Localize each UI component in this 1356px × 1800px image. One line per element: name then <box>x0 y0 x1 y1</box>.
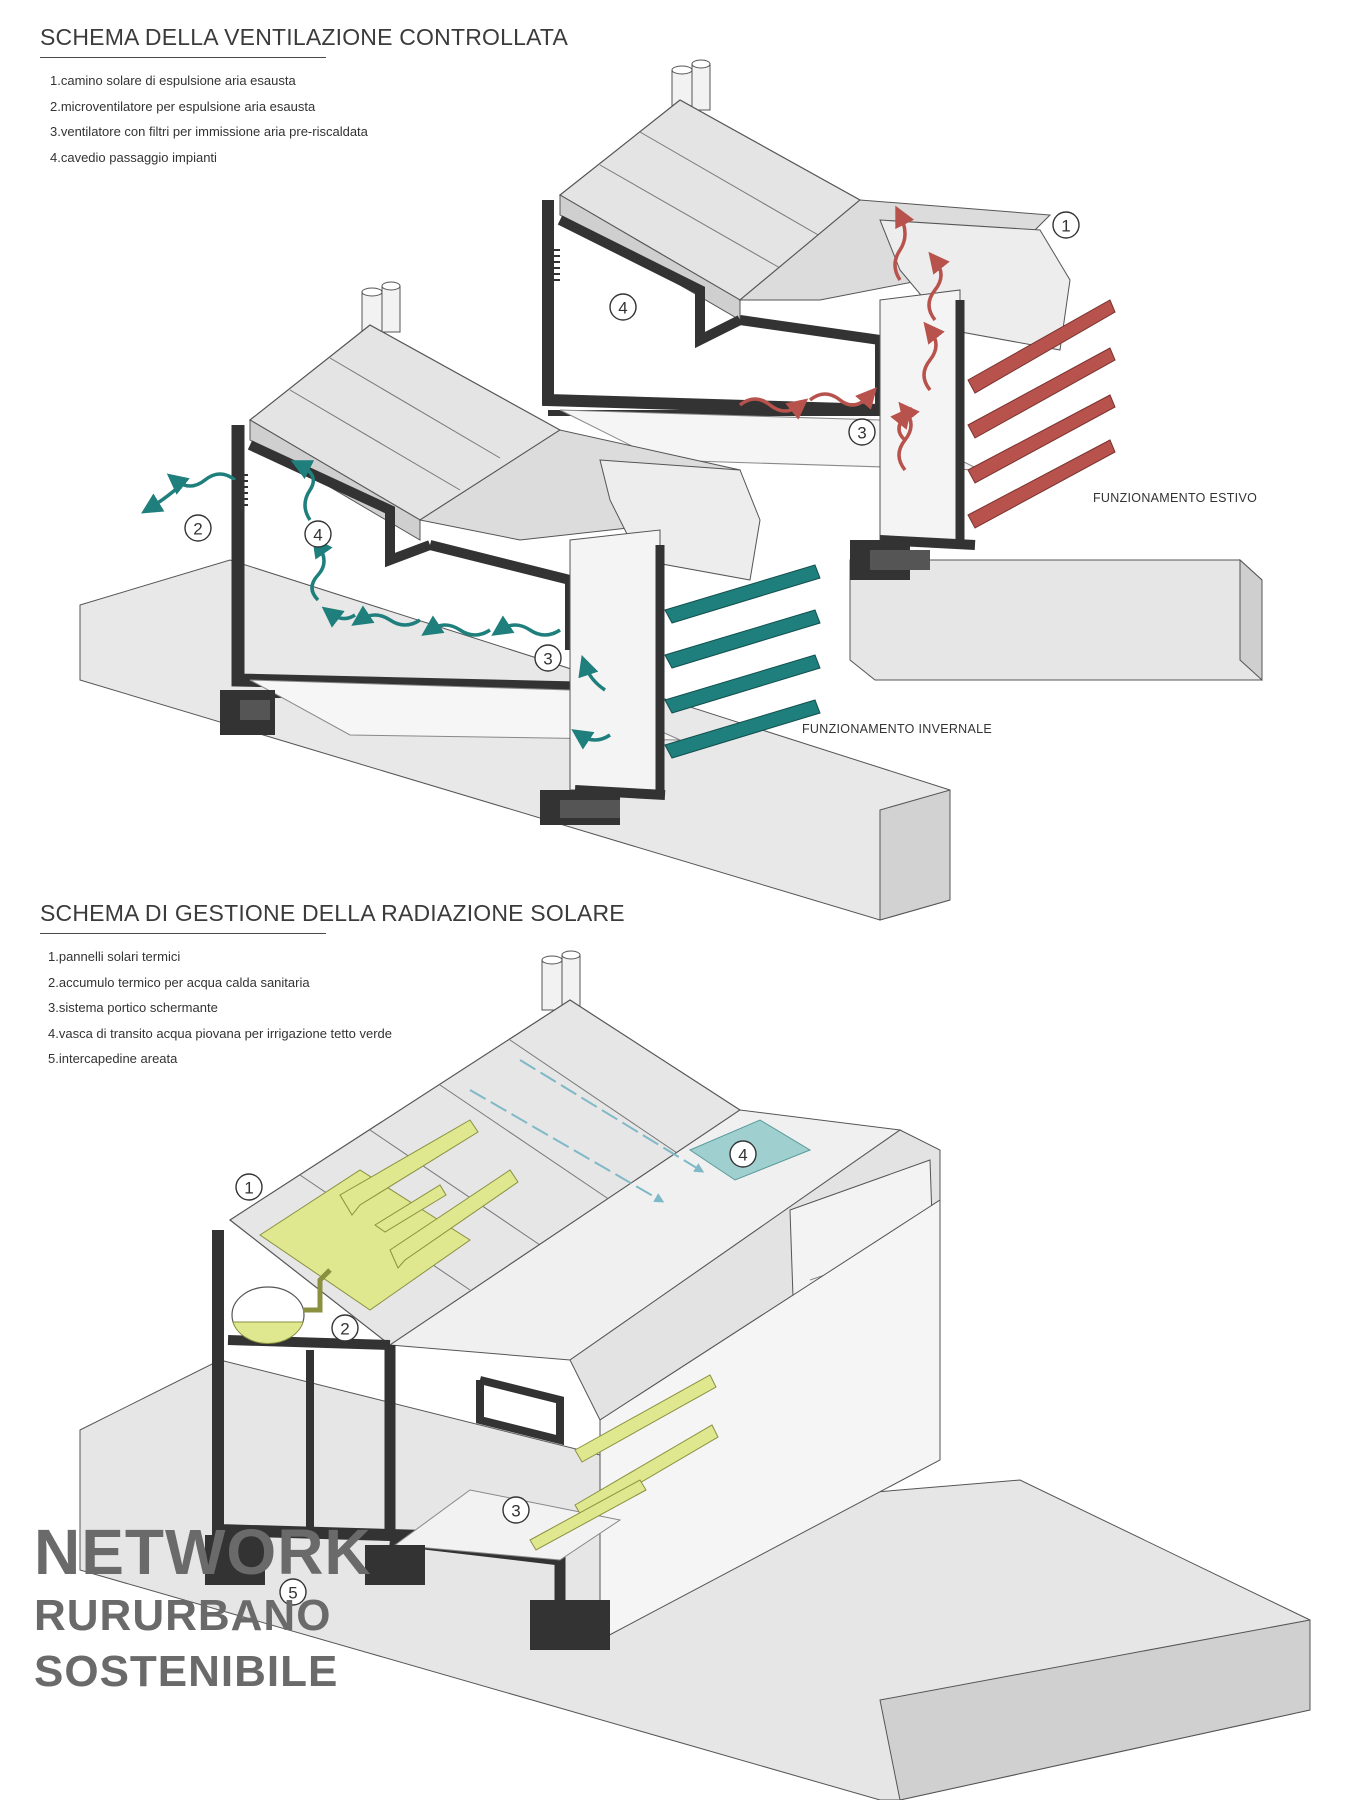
brand-line-1: NETWORK <box>34 1516 372 1588</box>
summer-chimney-icon <box>671 59 711 111</box>
winter-internal-flow-arrows <box>141 460 611 750</box>
rainwater-flow-arrows <box>469 1059 705 1203</box>
callout-summer-1: 1 <box>1052 211 1080 239</box>
callout-summer-3-label: 3 <box>857 424 866 443</box>
summer-house-section <box>542 59 1263 682</box>
summer-internal-flow-arrows <box>738 205 950 472</box>
callout-solar-5-label: 5 <box>288 1584 297 1603</box>
solar-panel-highlight <box>259 1169 471 1311</box>
solar-radiation-arrows <box>339 1119 519 1269</box>
callout-solar-1-label: 1 <box>244 1179 253 1198</box>
callout-winter-3: 3 <box>534 644 562 672</box>
callout-summer-4-label: 4 <box>618 299 627 318</box>
ventilation-legend: 1.camino solare di espulsione aria esaus… <box>50 68 368 170</box>
winter-mode-label: FUNZIONAMENTO INVERNALE <box>802 722 993 736</box>
callout-winter-2-label: 2 <box>193 520 202 539</box>
brand-line-2: RURURBANO <box>34 1591 332 1640</box>
winter-air-inflow-arrows <box>664 564 821 759</box>
winter-chimney-icon <box>361 281 401 333</box>
solar-legend-item: 4.vasca di transito acqua piovana per ir… <box>48 1025 392 1041</box>
callout-solar-2: 2 <box>331 1314 359 1342</box>
solar-legend: 1.pannelli solari termici 2.accumulo ter… <box>48 944 392 1072</box>
solar-chimney-icon <box>541 950 581 1011</box>
summer-mode-label: FUNZIONAMENTO ESTIVO <box>1093 491 1258 505</box>
porch-shading-arrows <box>529 1374 719 1551</box>
callout-summer-4: 4 <box>609 293 637 321</box>
callout-solar-1: 1 <box>235 1173 263 1201</box>
solar-house-section <box>79 950 1311 1800</box>
winter-house-section <box>79 281 951 921</box>
solar-legend-item: 1.pannelli solari termici <box>48 949 181 964</box>
callout-summer-3: 3 <box>848 418 876 446</box>
callout-solar-5: 5 <box>279 1578 307 1606</box>
solar-legend-item: 5.intercapedine areata <box>48 1051 178 1066</box>
callout-solar-3-label: 3 <box>511 1502 520 1521</box>
callout-winter-3-label: 3 <box>543 650 552 669</box>
solar-section-title: SCHEMA DI GESTIONE DELLA RADIAZIONE SOLA… <box>40 900 625 934</box>
summer-air-inflow-arrows <box>967 299 1116 529</box>
hot-water-tank-icon <box>231 1268 332 1344</box>
ventilation-legend-item: 4.cavedio passaggio impianti <box>50 149 217 165</box>
brand-line-3: SOSTENIBILE <box>34 1647 339 1696</box>
callout-solar-3: 3 <box>502 1496 530 1524</box>
callout-summer-1-label: 1 <box>1061 217 1070 236</box>
solar-legend-item: 3.sistema portico schermante <box>48 1000 218 1015</box>
callout-solar-2-label: 2 <box>340 1320 349 1339</box>
ventilation-legend-item: 1.camino solare di espulsione aria esaus… <box>50 73 296 88</box>
callout-solar-4: 4 <box>729 1140 757 1168</box>
callout-winter-2: 2 <box>184 514 212 542</box>
callout-winter-4: 4 <box>304 520 332 548</box>
ventilation-legend-item: 2.microventilatore per espulsione aria e… <box>50 98 316 114</box>
callout-solar-4-label: 4 <box>738 1146 747 1165</box>
solar-legend-item: 2.accumulo termico per acqua calda sanit… <box>48 974 310 990</box>
ventilation-legend-item: 3.ventilatore con filtri per immissione … <box>50 124 368 139</box>
callout-winter-4-label: 4 <box>313 526 322 545</box>
brand-title: NETWORK RURURBANO SOSTENIBILE <box>34 1520 372 1694</box>
ventilation-section-title: SCHEMA DELLA VENTILAZIONE CONTROLLATA <box>40 24 568 58</box>
